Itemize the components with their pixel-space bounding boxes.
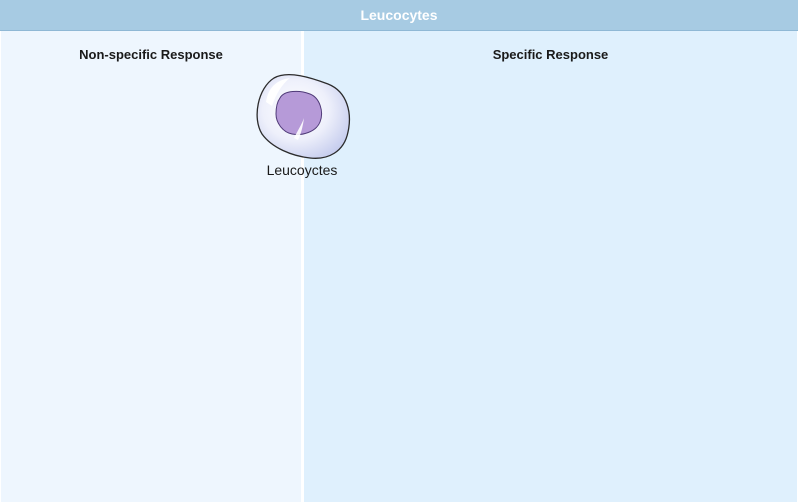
cell-highlight-top <box>266 78 290 106</box>
non-specific-response-panel: Non-specific Response <box>1 31 301 502</box>
leucocyte-cell-drawing <box>256 74 351 159</box>
title-bar: Leucocytes <box>0 0 798 31</box>
diagram-title: Leucocytes <box>360 7 438 23</box>
cell-highlight-bottom <box>294 118 304 140</box>
non-specific-response-heading: Non-specific Response <box>79 47 223 62</box>
leucocyte-cell-label: Leucoyctes <box>266 162 338 178</box>
leucocyte-cell-icon[interactable] <box>254 72 352 162</box>
specific-response-panel: Specific Response <box>304 31 797 502</box>
cell-nucleus <box>275 90 323 135</box>
specific-response-heading: Specific Response <box>492 47 609 62</box>
